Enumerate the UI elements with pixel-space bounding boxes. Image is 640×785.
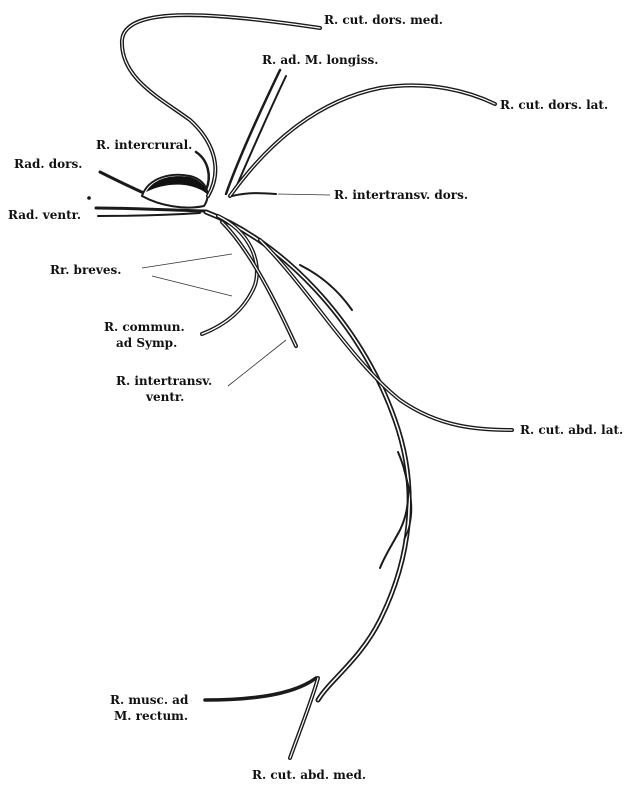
r-cut-dors-med-nerve — [122, 15, 320, 196]
ventral-branches — [202, 212, 512, 758]
label-r-ad-m-longiss: R. ad. M. longiss. — [262, 53, 378, 67]
label-r-musc-ad-line1: R. musc. ad — [110, 693, 189, 707]
label-rad-ventr: Rad. ventr. — [8, 208, 81, 222]
label-r-commun-line2: ad Symp. — [116, 336, 177, 350]
label-rad-dors: Rad. dors. — [14, 157, 82, 171]
dorsal-branches — [122, 15, 495, 196]
label-r-intercrural: R. intercrural. — [96, 138, 192, 152]
ventral-ramus-main — [206, 212, 409, 700]
label-r-intertransv-ventr-line2: ventr. — [145, 390, 184, 404]
r-cut-dors-lat-nerve — [230, 85, 495, 196]
leader-rr-breves-2 — [152, 276, 232, 296]
leader-rr-breves-1 — [142, 254, 232, 268]
r-ad-m-longiss-nerve — [226, 70, 280, 194]
r-intertransv-dors-nerve — [232, 193, 276, 196]
label-r-musc-ad-line2: M. rectum. — [114, 709, 188, 723]
r-musc-ad-m-rectum-nerve — [205, 678, 316, 700]
labels: R. cut. dors. med. R. ad. M. longiss. R.… — [8, 13, 623, 782]
root-dot — [87, 196, 91, 200]
label-r-commun-line1: R. commun. — [104, 320, 185, 334]
label-rr-breves: Rr. breves. — [50, 263, 121, 277]
ventral-root-lower — [98, 213, 200, 216]
label-r-cut-abd-lat: R. cut. abd. lat. — [520, 423, 623, 437]
label-r-cut-abd-med: R. cut. abd. med. — [252, 768, 366, 782]
leader-intertransv-dors — [278, 194, 330, 195]
leader-intertransv-ventr — [228, 340, 286, 386]
label-r-intertransv-dors: R. intertransv. dors. — [334, 188, 468, 202]
label-r-cut-dors-med: R. cut. dors. med. — [324, 13, 443, 27]
r-ad-m-longiss-nerve-2 — [234, 76, 286, 192]
label-r-cut-dors-lat: R. cut. dors. lat. — [500, 98, 608, 112]
label-r-intertransv-ventr-line1: R. intertransv. — [116, 374, 212, 388]
